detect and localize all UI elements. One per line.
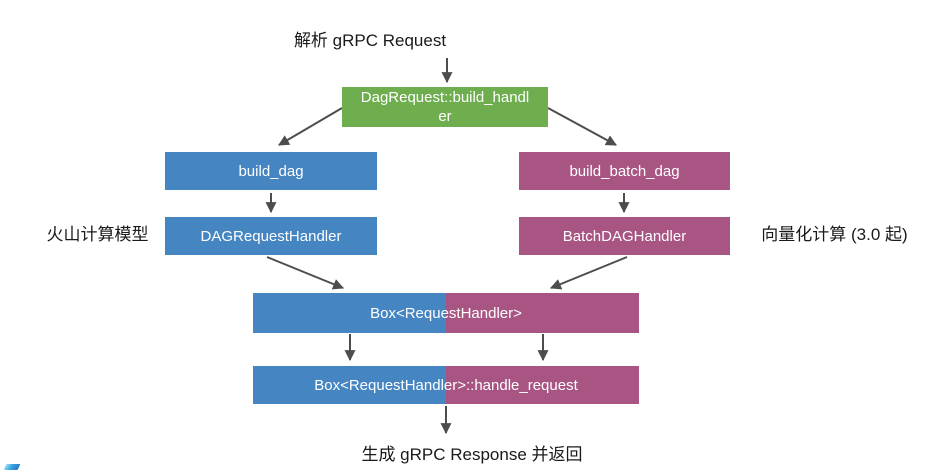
node-build-dag: build_dag	[165, 152, 377, 190]
node-label-line: er	[438, 108, 452, 125]
node-dagrequest-build-handler: DagRequest::build_handl er	[342, 87, 548, 127]
node-build-batch-dag: build_batch_dag	[519, 152, 730, 190]
right-annotation-vectorized: 向量化计算 (3.0 起)	[761, 225, 908, 244]
left-annotation-volcano-model: 火山计算模型	[46, 225, 149, 244]
top-label-parse-grpc-request: 解析 gRPC Request	[293, 31, 447, 50]
arrow-build-handler-to-build-dag	[278, 107, 343, 146]
node-box-handle-request: Box<RequestHandler>::handle_request	[253, 366, 639, 404]
node-label-line: DagRequest::build_handl	[360, 89, 530, 106]
node-box-request-handler: Box<RequestHandler>	[253, 293, 639, 333]
bottom-label-generate-response: 生成 gRPC Response 并返回	[361, 445, 583, 464]
arrow-batch-dag-handler-to-box	[549, 256, 628, 290]
corner-artifact-icon	[3, 464, 21, 470]
node-dag-request-handler: DAGRequestHandler	[165, 217, 377, 255]
arrow-build-handler-to-build-batch-dag	[547, 107, 617, 146]
node-batch-dag-handler: BatchDAGHandler	[519, 217, 730, 255]
arrow-dag-request-handler-to-box	[266, 256, 345, 290]
